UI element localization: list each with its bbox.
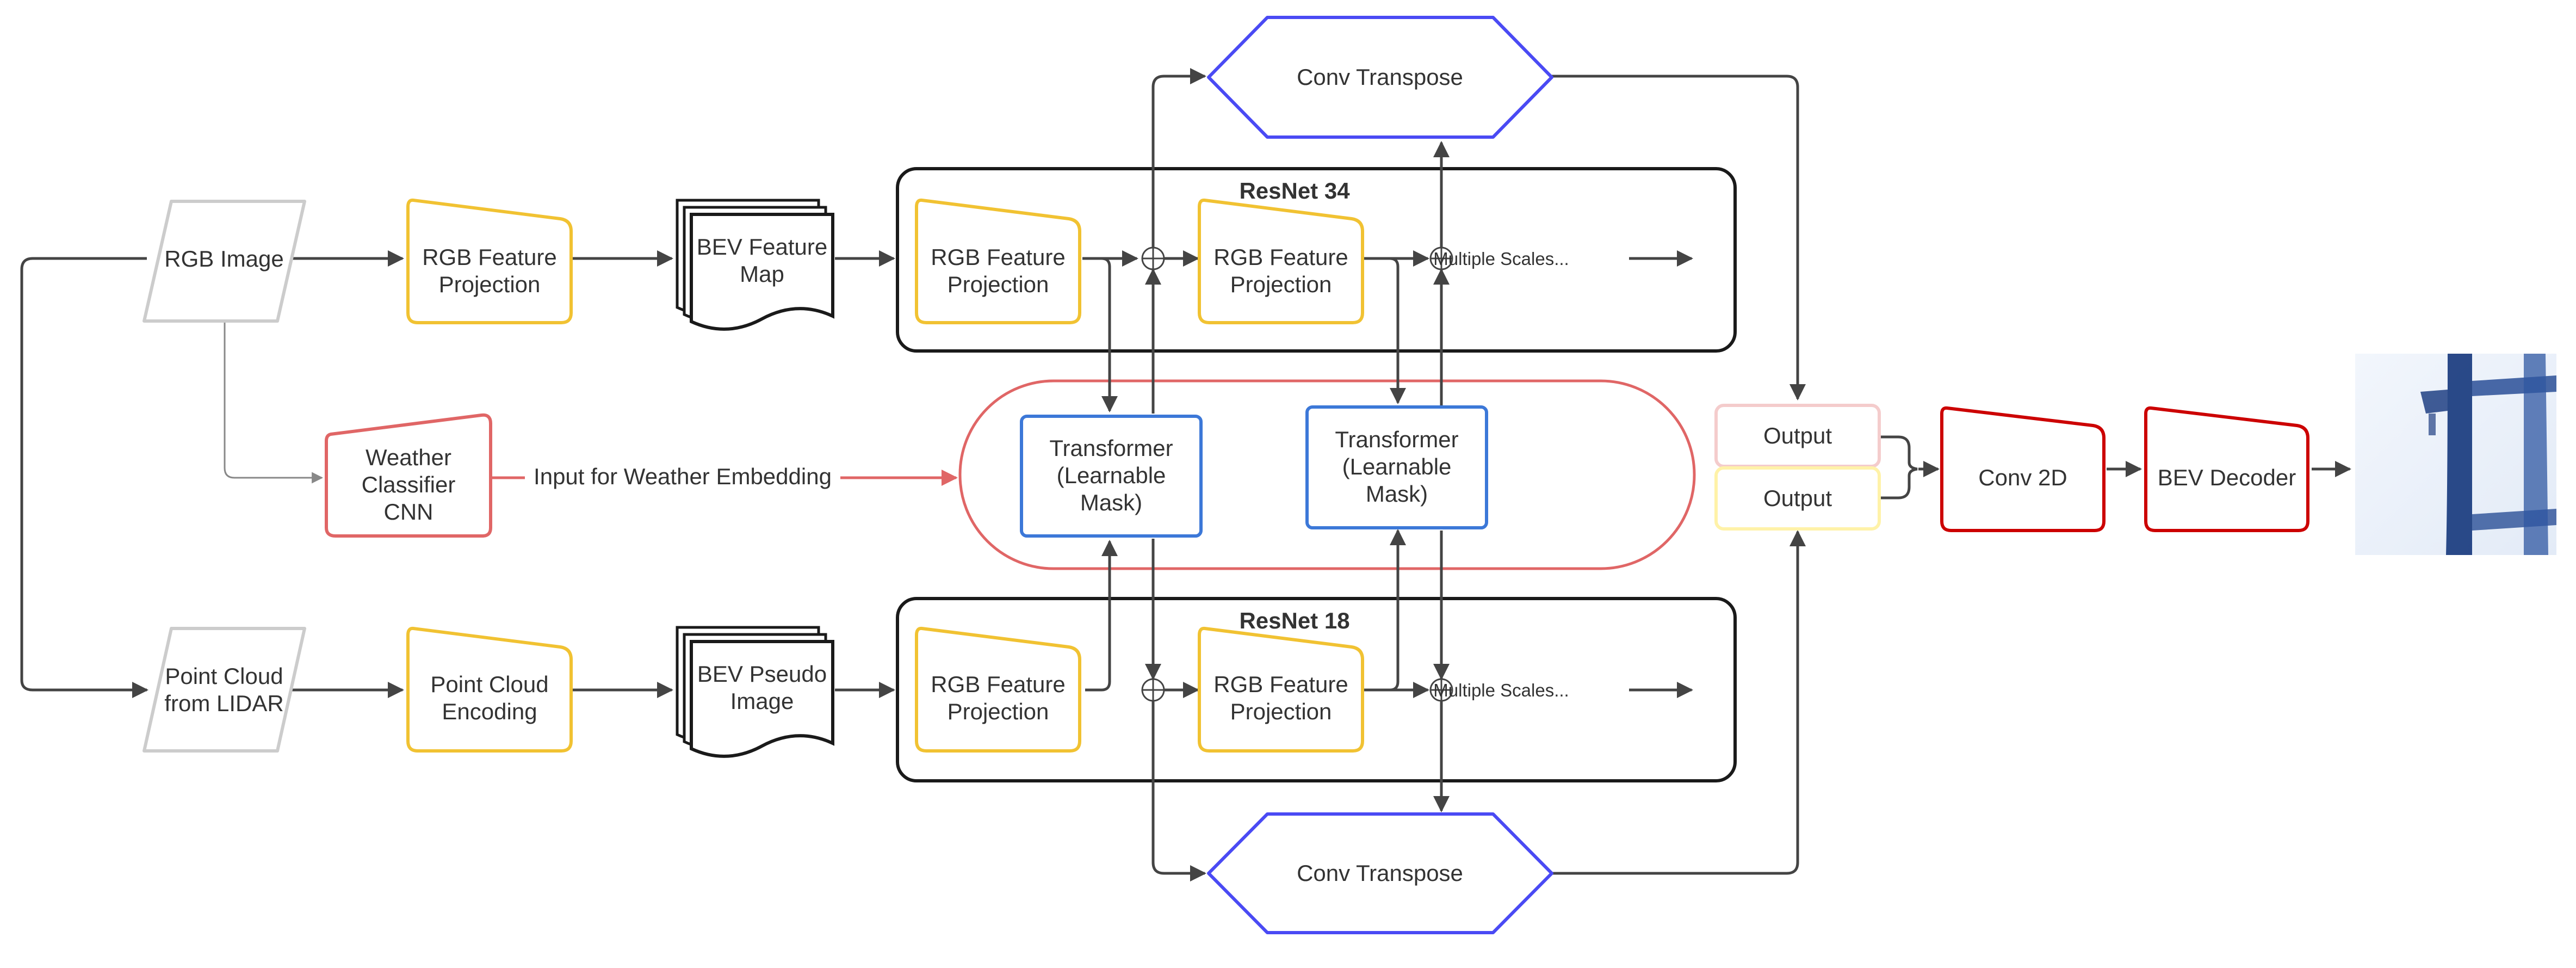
svg-text:from LIDAR: from LIDAR [164, 690, 283, 716]
svg-text:RGB Feature: RGB Feature [931, 671, 1065, 697]
multiple-scales-label-bottom: Multiple Scales... [1433, 680, 1569, 700]
bev-decoder-node: BEV Decoder [2144, 406, 2309, 532]
bev-pseudo-image-node: BEV Pseudo Image [676, 626, 834, 758]
resnet34-projection-2: RGB Feature Projection [1198, 198, 1364, 324]
point-cloud-node: Point Cloud from LIDAR [143, 627, 306, 753]
point-cloud-encoding-node: Point Cloud Encoding [406, 626, 573, 753]
svg-text:Conv Transpose: Conv Transpose [1297, 860, 1463, 886]
svg-text:Projection: Projection [1230, 272, 1332, 297]
conv-transpose-bottom: Conv Transpose [1207, 812, 1553, 934]
weather-embedding-region [958, 379, 1696, 570]
rgb-feature-projection-node: RGB Feature Projection [406, 198, 573, 324]
multiple-scales-label-top: Multiple Scales... [1433, 249, 1569, 269]
weather-classifier-node: Weather Classifier CNN [325, 413, 492, 538]
weather-embedding-label: Input for Weather Embedding [534, 464, 832, 489]
svg-text:Transformer: Transformer [1335, 427, 1458, 452]
sum-node [1141, 678, 1165, 702]
svg-text:Point Cloud: Point Cloud [165, 663, 283, 689]
conv2d-node: Conv 2D [1940, 406, 2106, 532]
sum-node [1429, 678, 1453, 702]
svg-text:Transformer: Transformer [1049, 435, 1173, 461]
svg-text:RGB Feature: RGB Feature [422, 244, 556, 270]
svg-text:Output: Output [1763, 485, 1832, 511]
svg-text:Map: Map [740, 261, 784, 287]
svg-text:RGB Feature: RGB Feature [1213, 671, 1348, 697]
bev-output-image [2355, 354, 2556, 555]
resnet18-projection-2: RGB Feature Projection [1198, 626, 1364, 753]
svg-text:RGB Feature: RGB Feature [931, 244, 1065, 270]
svg-text:CNN: CNN [384, 499, 434, 525]
svg-text:BEV Feature: BEV Feature [697, 234, 827, 260]
svg-text:BEV Pseudo: BEV Pseudo [697, 661, 827, 687]
resnet34-title: ResNet 34 [1239, 178, 1350, 204]
bev-feature-map-node: BEV Feature Map [676, 199, 834, 331]
svg-text:Mask): Mask) [1080, 490, 1142, 515]
svg-text:Image: Image [730, 688, 794, 714]
svg-text:(Learnable: (Learnable [1057, 463, 1166, 488]
output-bottom: Output [1714, 466, 1881, 531]
svg-text:BEV Decoder: BEV Decoder [2158, 465, 2296, 490]
svg-text:Weather: Weather [366, 445, 451, 470]
svg-text:RGB Feature: RGB Feature [1213, 244, 1348, 270]
svg-text:Classifier: Classifier [362, 472, 456, 497]
resnet18-block [896, 597, 1737, 782]
svg-text:Point Cloud: Point Cloud [430, 671, 548, 697]
svg-text:Projection: Projection [948, 272, 1049, 297]
resnet34-block [896, 167, 1737, 353]
output-top: Output [1714, 404, 1881, 468]
svg-text:Projection: Projection [948, 699, 1049, 724]
svg-text:RGB Image: RGB Image [164, 246, 283, 272]
transformer-2: Transformer (Learnable Mask) [1305, 405, 1488, 529]
conv-transpose-top: Conv Transpose [1207, 16, 1553, 139]
resnet34-projection-1: RGB Feature Projection [915, 198, 1081, 324]
resnet18-projection-1: RGB Feature Projection [915, 626, 1081, 753]
svg-text:Projection: Projection [1230, 699, 1332, 724]
svg-text:Mask): Mask) [1366, 481, 1428, 507]
sum-node [1429, 246, 1453, 270]
svg-text:Encoding: Encoding [442, 699, 537, 724]
resnet18-title: ResNet 18 [1239, 608, 1349, 633]
svg-text:Conv 2D: Conv 2D [1978, 465, 2067, 490]
svg-text:Projection: Projection [439, 272, 541, 297]
svg-text:Conv Transpose: Conv Transpose [1297, 64, 1463, 90]
transformer-1: Transformer (Learnable Mask) [1020, 415, 1203, 538]
rgb-image-node: RGB Image [143, 200, 306, 323]
sum-node [1141, 246, 1165, 270]
svg-text:(Learnable: (Learnable [1342, 454, 1452, 479]
svg-text:Output: Output [1763, 423, 1832, 448]
